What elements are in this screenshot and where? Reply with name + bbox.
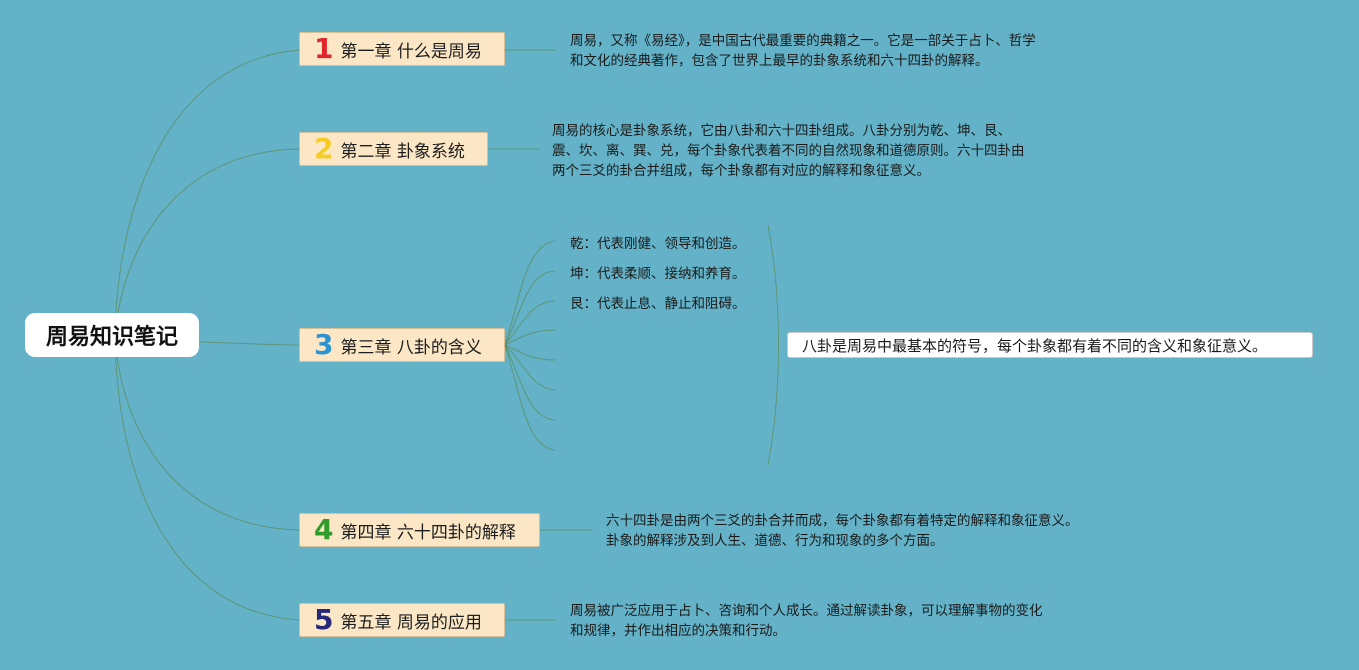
- connector-ch3-leaf1: [504, 240, 556, 346]
- chapter-3-title: 第三章 八卦的含义: [340, 337, 482, 358]
- note-line: 六十四卦是由两个三爻的卦合并而成，每个卦象都有着特定的解释和象征意义。: [606, 513, 1079, 529]
- root-node[interactable]: 周易知识笔记: [25, 313, 199, 357]
- connector-ch3-empty2: [504, 344, 556, 361]
- chapter-2-node[interactable]: 2 第二章 卦象系统: [299, 132, 488, 166]
- chapter-2-title: 第二章 卦象系统: [340, 141, 465, 162]
- note-line: 两个三爻的卦合并组成，每个卦象都有对应的解释和象征意义。: [552, 163, 930, 179]
- chapter-5-node[interactable]: 5 第五章 周易的应用: [299, 603, 505, 637]
- note-line: 卦象的解释涉及到人生、道德、行为和现象的多个方面。: [606, 533, 944, 549]
- connector-root-ch1: [114, 49, 301, 336]
- chapter-1-number: 1: [314, 32, 334, 65]
- connector-root-ch4: [114, 339, 301, 531]
- chapter-3-summary[interactable]: 八卦是周易中最基本的符号，每个卦象都有着不同的含义和象征意义。: [787, 332, 1313, 358]
- connector-root-ch5: [114, 339, 301, 621]
- connector-ch3-empty3: [504, 344, 556, 391]
- connector-ch3-leaf2: [504, 270, 556, 346]
- connector-root-ch3: [198, 341, 301, 346]
- chapter-3-leaf-qian[interactable]: 乾：代表刚健、领导和创造。: [570, 236, 746, 252]
- chapter-3-leaf-kun[interactable]: 坤：代表柔顺、接纳和养育。: [570, 266, 746, 282]
- note-line: 和文化的经典著作，包含了世界上最早的卦象系统和六十四卦的解释。: [570, 53, 989, 69]
- chapter-5-note: 周易被广泛应用于占卜、咨询和个人成长。通过解读卦象，可以理解事物的变化 和规律，…: [570, 601, 1043, 641]
- chapter-1-title: 第一章 什么是周易: [340, 41, 482, 62]
- connector-ch3-empty4: [504, 344, 556, 421]
- chapter-3-node[interactable]: 3 第三章 八卦的含义: [299, 328, 505, 362]
- chapter-5-title: 第五章 周易的应用: [340, 612, 482, 633]
- connector-ch3-empty5: [504, 344, 556, 451]
- chapter-4-note: 六十四卦是由两个三爻的卦合并而成，每个卦象都有着特定的解释和象征意义。 卦象的解…: [606, 511, 1079, 551]
- connector-ch3-leaf3: [504, 300, 556, 346]
- chapter-4-title: 第四章 六十四卦的解释: [340, 522, 516, 543]
- chapter-3-summary-text: 八卦是周易中最基本的符号，每个卦象都有着不同的含义和象征意义。: [802, 336, 1268, 355]
- chapter-4-number: 4: [314, 513, 334, 546]
- connector-root-ch2: [114, 148, 301, 336]
- chapter-2-number: 2: [314, 132, 334, 165]
- chapter-3-leaf-gen[interactable]: 艮：代表止息、静止和阻碍。: [570, 296, 746, 312]
- chapter-4-node[interactable]: 4 第四章 六十四卦的解释: [299, 513, 540, 547]
- root-label: 周易知识笔记: [45, 325, 178, 350]
- connector-ch3-brace: [767, 224, 779, 466]
- note-line: 周易被广泛应用于占卜、咨询和个人成长。通过解读卦象，可以理解事物的变化: [570, 603, 1043, 619]
- note-line: 周易，又称《易经》，是中国古代最重要的典籍之一。它是一部关于占卜、哲学: [570, 33, 1036, 49]
- connector-ch3-empty1: [504, 329, 556, 346]
- chapter-1-node[interactable]: 1 第一章 什么是周易: [299, 32, 505, 66]
- note-line: 震、坎、离、巽、兑，每个卦象代表着不同的自然现象和道德原则。六十四卦由: [552, 143, 1025, 159]
- chapter-2-note: 周易的核心是卦象系统，它由八卦和六十四卦组成。八卦分别为乾、坤、艮、 震、坎、离…: [552, 121, 1025, 181]
- note-line: 周易的核心是卦象系统，它由八卦和六十四卦组成。八卦分别为乾、坤、艮、: [552, 123, 1011, 139]
- chapter-3-number: 3: [314, 328, 334, 361]
- chapter-5-number: 5: [314, 603, 334, 636]
- chapter-1-note: 周易，又称《易经》，是中国古代最重要的典籍之一。它是一部关于占卜、哲学 和文化的…: [570, 31, 1036, 71]
- note-line: 和规律，并作出相应的决策和行动。: [570, 623, 786, 639]
